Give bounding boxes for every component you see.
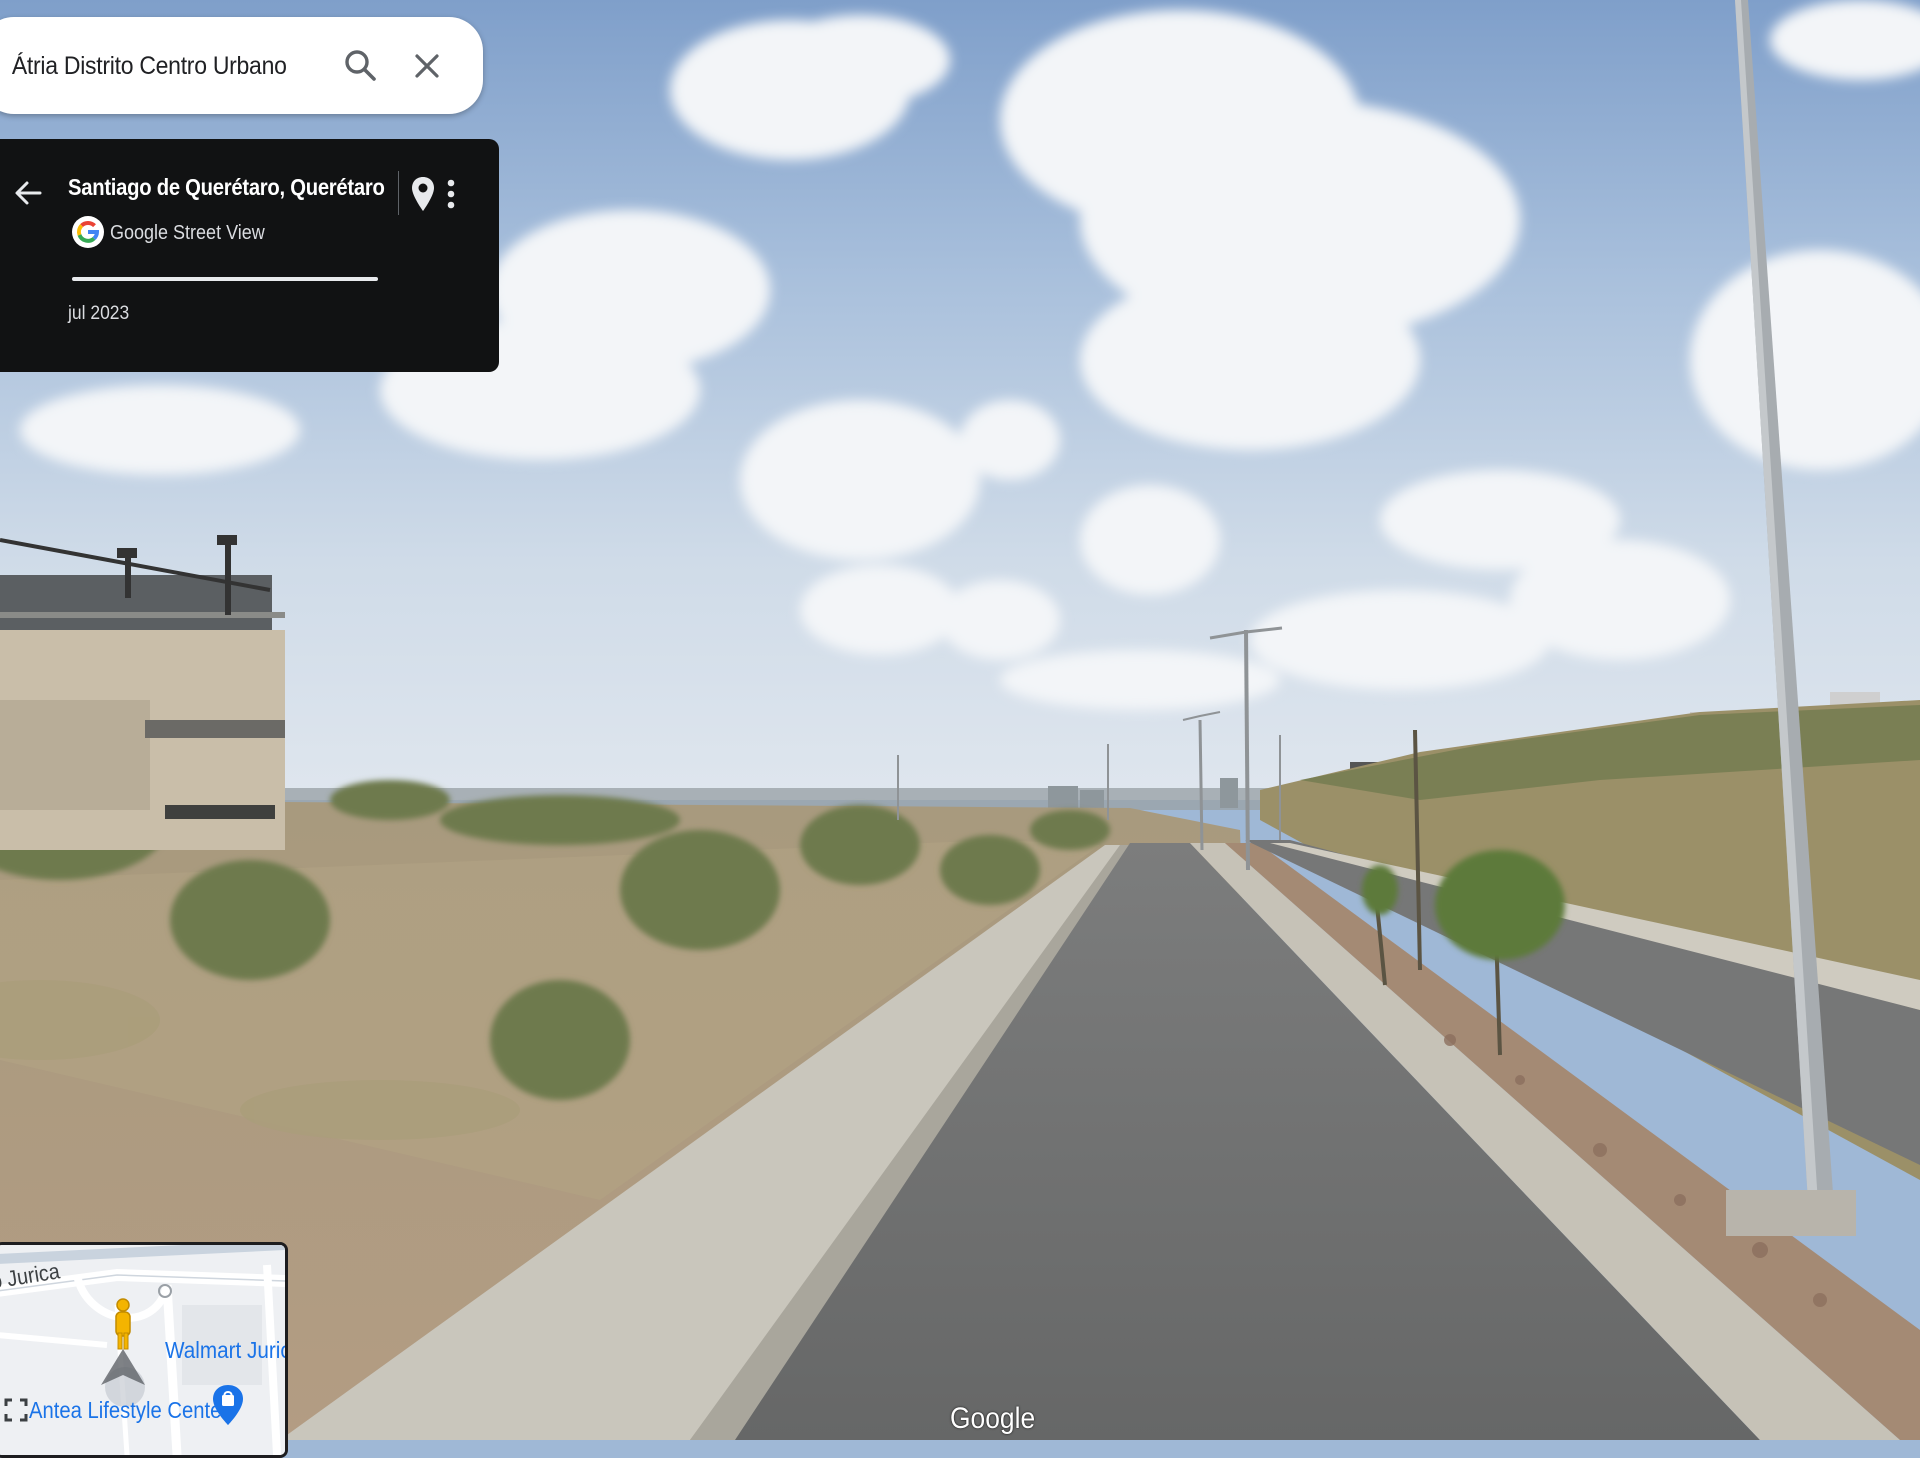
location-pin-icon[interactable] [408, 173, 438, 217]
close-icon[interactable] [408, 47, 446, 85]
parking-building [0, 535, 285, 850]
shopping-bag-pin-icon[interactable] [211, 1383, 245, 1427]
search-input[interactable] [10, 17, 309, 116]
more-vert-icon[interactable] [440, 175, 462, 215]
expand-icon[interactable] [3, 1397, 29, 1423]
google-watermark: Google [950, 1402, 1036, 1435]
arrow-back-icon[interactable] [10, 175, 46, 211]
place-title: Santiago de Querétaro, Querétaro [68, 174, 385, 200]
pegman-icon[interactable] [97, 1297, 149, 1387]
search-box [0, 17, 483, 116]
street-view-info-card: Santiago de Querétaro, Querétaro Google … [0, 139, 499, 372]
minimap[interactable]: o Jurica Walmart Juric Antea Lifestyle C… [0, 1242, 288, 1458]
right-road [1245, 840, 1920, 1165]
search-icon[interactable] [340, 45, 382, 87]
road [735, 843, 1760, 1440]
source-label: Google Street View [110, 222, 265, 244]
minimap-roads [0, 1245, 285, 1455]
capture-date[interactable]: jul 2023 [68, 303, 130, 324]
map-walmart-label[interactable]: Walmart Juric [165, 1337, 288, 1363]
median [1190, 843, 1900, 1440]
sky [0, 0, 1920, 800]
street-lights [897, 626, 1283, 871]
map-antea-label[interactable]: Antea Lifestyle Center [29, 1397, 229, 1423]
timeline-bar[interactable] [72, 277, 378, 281]
left-sidewalk [280, 845, 1130, 1440]
divider [398, 171, 399, 215]
google-g-logo-icon [71, 215, 105, 249]
